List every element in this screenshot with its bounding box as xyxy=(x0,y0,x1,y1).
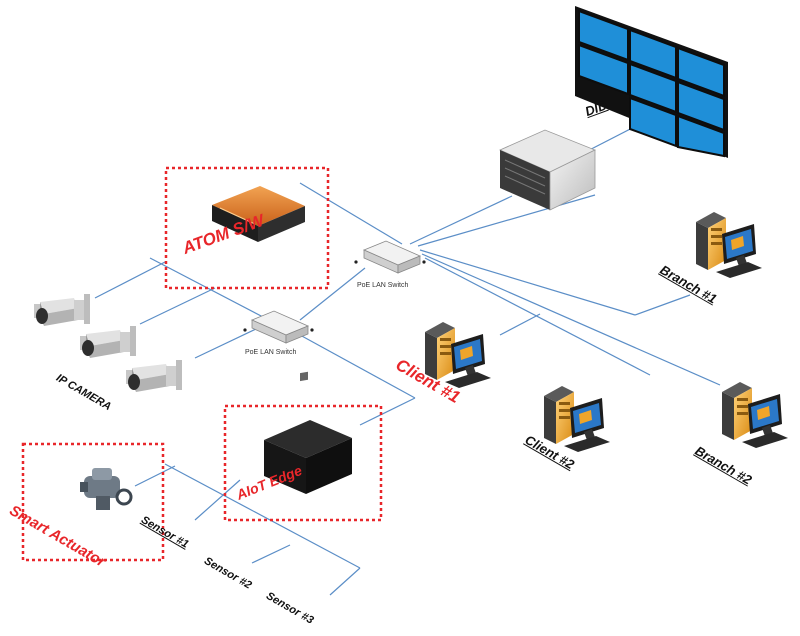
connection-lines xyxy=(94,123,721,596)
atom-sw-highlight-box xyxy=(164,166,330,290)
ip-camera-icon xyxy=(80,326,136,358)
atom-sw-device-icon xyxy=(212,186,305,242)
poe-switch-top-icon xyxy=(354,240,426,274)
ip-camera-icon xyxy=(126,360,182,392)
branch2-pc-icon xyxy=(722,382,788,448)
smart-actuator-highlight-box xyxy=(21,442,165,562)
server-icon xyxy=(499,129,596,211)
aiot-edge-highlight-box xyxy=(223,404,383,522)
poe-switch-bottom-label: PoE LAN Switch xyxy=(245,349,297,356)
smart-actuator-icon xyxy=(80,468,133,510)
branch1-pc-icon xyxy=(696,212,762,278)
poe-switch-bottom-icon xyxy=(243,310,314,344)
did-video-wall-icon xyxy=(575,6,728,158)
client2-pc-icon xyxy=(544,386,610,452)
poe-switch-top-label: PoE LAN Switch xyxy=(357,282,409,289)
ip-camera-icon xyxy=(34,294,90,326)
aiot-edge-device-icon xyxy=(264,371,352,494)
